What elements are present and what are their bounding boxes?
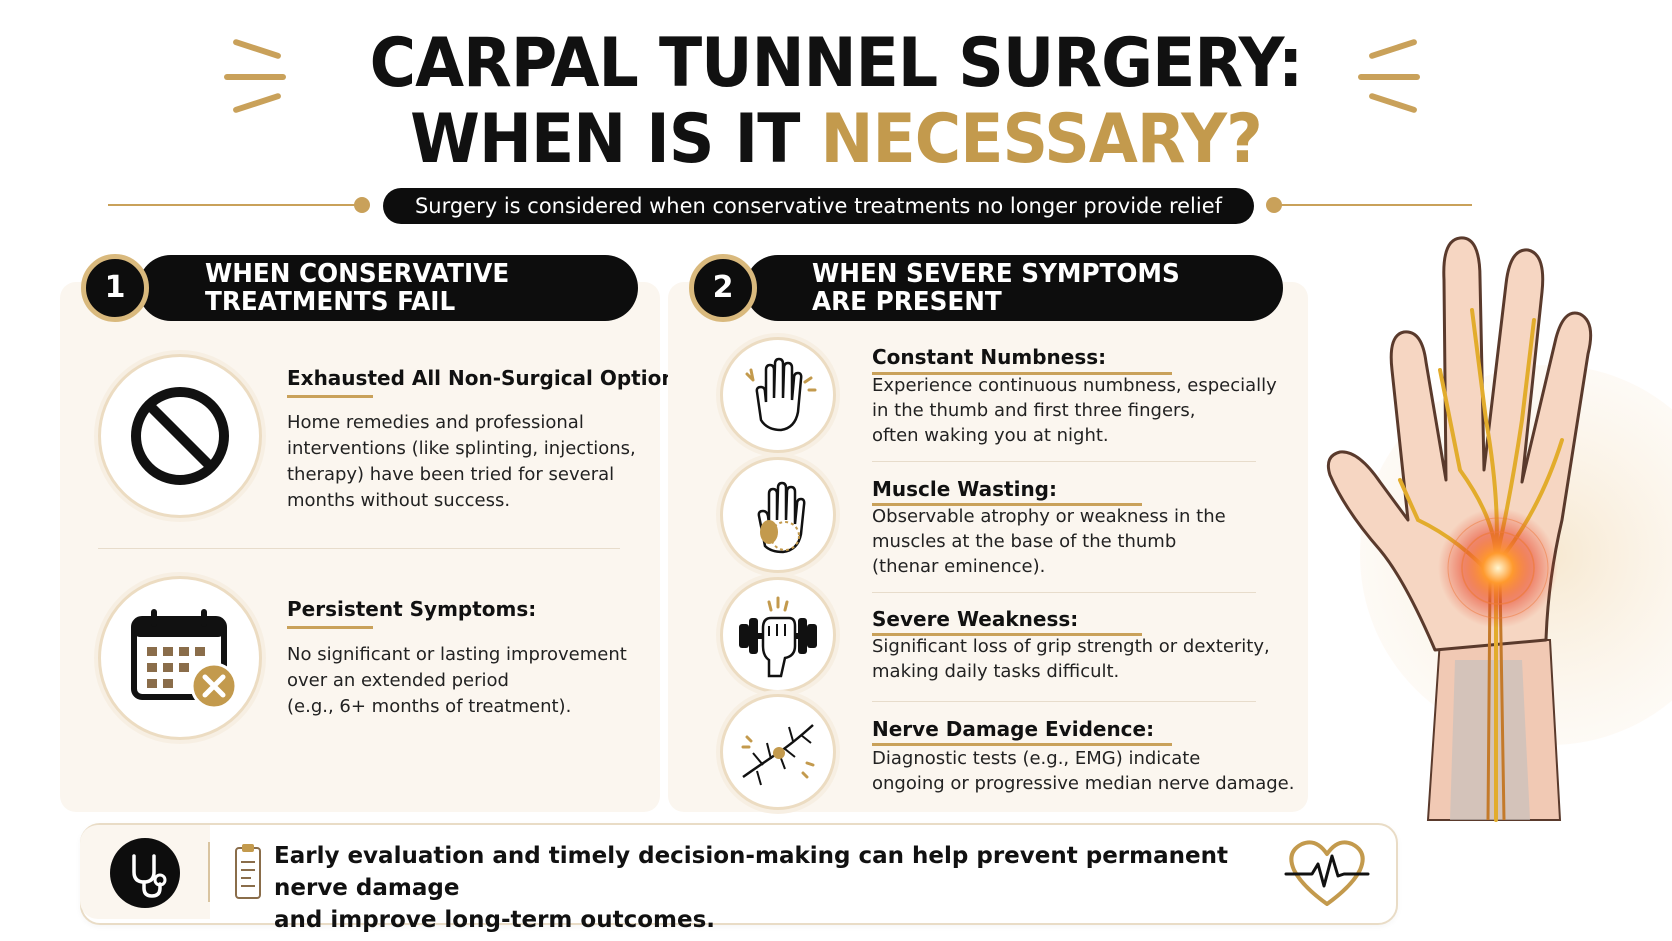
item-description: Experience continuous numbness, especial… <box>872 375 1277 446</box>
item-title: Muscle Wasting: <box>872 477 1057 501</box>
item-description: Observable atrophy or weakness in the mu… <box>872 506 1226 577</box>
title-ray <box>1358 74 1420 80</box>
item-underline <box>872 743 1172 746</box>
title-ray <box>224 74 286 80</box>
subtitle-banner: Surgery is considered when conservative … <box>383 188 1254 224</box>
section1-header <box>138 255 638 321</box>
subtitle-rule-dot <box>354 197 370 213</box>
prohibited-icon-ring <box>98 354 262 518</box>
item-title: Exhausted All Non-Surgical Options: <box>287 366 696 390</box>
item-divider <box>872 461 1256 462</box>
item-title: Nerve Damage Evidence: <box>872 717 1155 741</box>
subtitle-rule-left <box>108 204 368 206</box>
calendar-x-icon-ring <box>98 576 262 740</box>
item-underline <box>872 633 1142 636</box>
calendar-x-icon <box>131 609 238 710</box>
title-line2-prefix: WHEN IS IT <box>410 100 821 179</box>
item-underline <box>287 395 373 398</box>
title-line2-accent: NECESSARY? <box>820 100 1263 179</box>
clipboard-icon <box>235 844 261 899</box>
item-divider <box>98 548 620 549</box>
item-title: Persistent Symptoms: <box>287 597 537 621</box>
subtitle-rule-dot <box>1266 197 1282 213</box>
hand-nerve-illustration <box>1326 236 1672 822</box>
numb-hand-icon-ring <box>720 337 836 453</box>
dumbbell-fist-icon <box>739 596 817 678</box>
section2-number-badge: 2 <box>689 254 757 322</box>
item-underline <box>287 626 373 629</box>
damaged-nerve-icon <box>741 724 815 786</box>
section1-number-badge: 1 <box>81 254 149 322</box>
thumb-muscle-icon-ring <box>720 457 836 573</box>
footer-callout <box>80 823 1398 925</box>
subtitle-rule-right <box>1270 204 1472 206</box>
item-description: No significant or lasting improvement ov… <box>287 644 627 717</box>
heartbeat-icon <box>1284 840 1370 906</box>
item-title: Constant Numbness: <box>872 345 1107 369</box>
item-underline <box>872 503 1142 506</box>
footer-divider <box>208 842 210 902</box>
section2-title: WHEN SEVERE SYMPTOMS ARE PRESENT <box>812 259 1180 317</box>
section1-title: WHEN CONSERVATIVE TREATMENTS FAIL <box>205 259 510 317</box>
thumb-muscle-icon <box>757 481 806 554</box>
item-description: Home remedies and professional intervent… <box>287 412 636 511</box>
footer-text: Early evaluation and timely decision-mak… <box>274 843 1228 933</box>
item-underline <box>872 372 1172 375</box>
prohibited-icon <box>131 387 229 485</box>
numb-hand-icon <box>745 357 817 432</box>
item-divider <box>872 592 1256 593</box>
item-description: Diagnostic tests (e.g., EMG) indicate on… <box>872 748 1295 794</box>
page-title-line2: WHEN IS IT NECESSARY? <box>59 106 1614 174</box>
item-title: Severe Weakness: <box>872 607 1079 631</box>
damaged-nerve-icon-ring <box>720 694 836 810</box>
section2-header <box>745 255 1283 321</box>
dumbbell-fist-icon-ring <box>720 577 836 693</box>
stethoscope-icon <box>132 854 167 898</box>
page-title-line1: CARPAL TUNNEL SURGERY: <box>369 24 1304 103</box>
item-description: Significant loss of grip strength or dex… <box>872 636 1270 682</box>
stethoscope-icon-circle <box>110 838 180 908</box>
item-divider <box>872 701 1256 702</box>
